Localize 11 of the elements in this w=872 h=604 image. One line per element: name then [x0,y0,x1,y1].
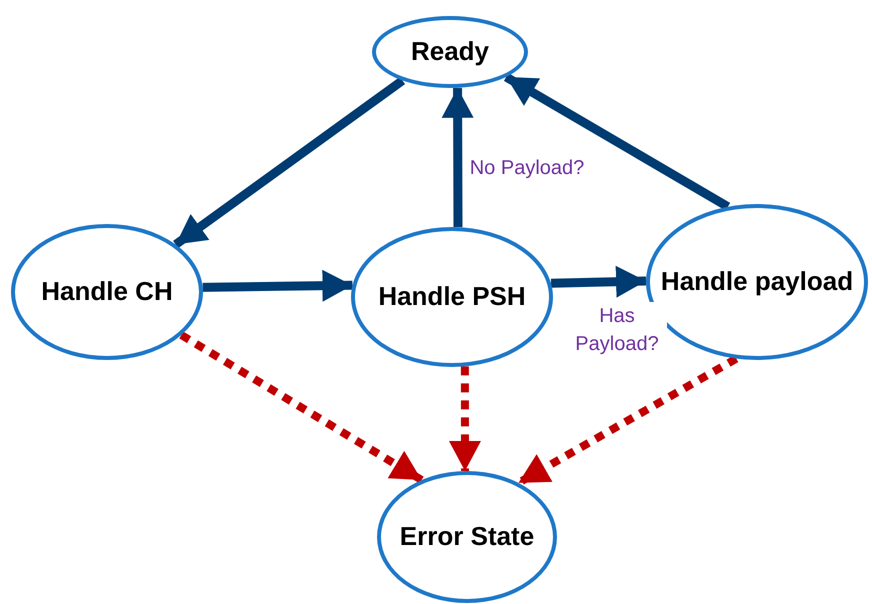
state-label: Ready [410,35,490,68]
arrow [179,332,424,484]
state-label: Handle CH [40,275,174,308]
state-label: Error State [398,520,536,554]
state-label: Handle payload [660,265,854,298]
arrow [173,76,406,248]
arrow [202,270,352,302]
arrow [442,88,474,228]
arrow [550,266,646,298]
arrow [448,366,481,472]
state-label: Handle PSH [377,280,527,314]
